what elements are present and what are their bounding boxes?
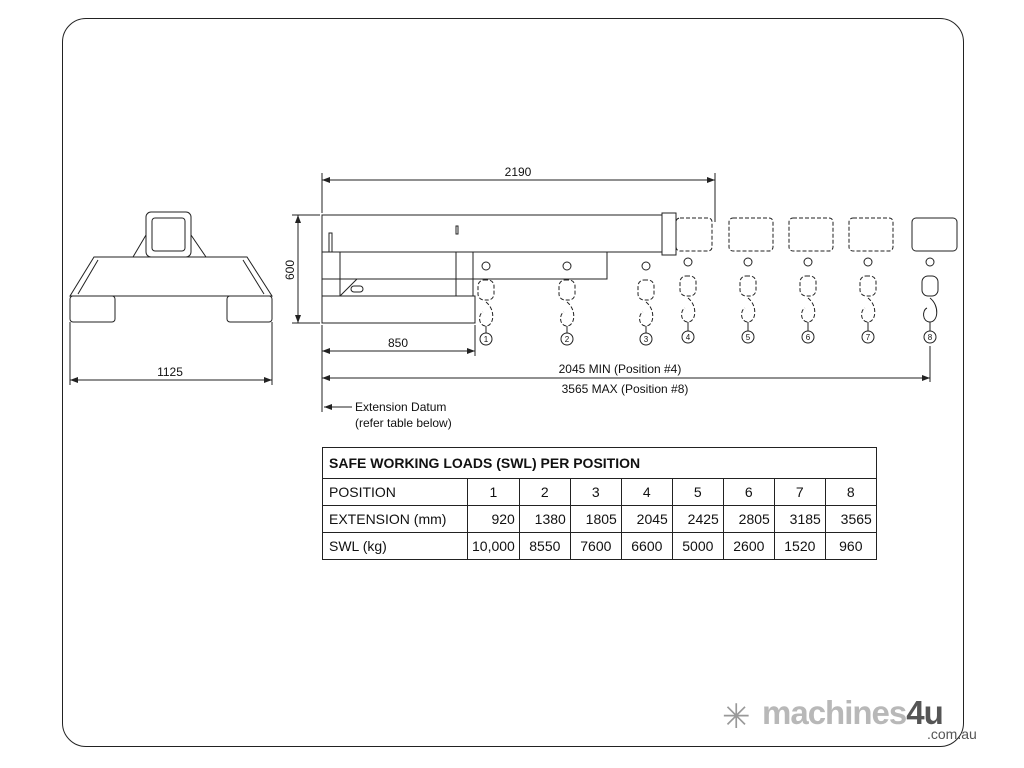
row-label: POSITION	[322, 478, 468, 506]
logo-text: machines	[762, 694, 907, 731]
dim-min: 2045 MIN (Position #4)	[559, 362, 682, 376]
logo-text-4u: 4u	[906, 694, 944, 731]
cell: 1805	[569, 505, 622, 533]
table-title: SAFE WORKING LOADS (SWL) PER POSITION	[322, 447, 877, 479]
swl-table: SAFE WORKING LOADS (SWL) PER POSITION PO…	[322, 447, 877, 560]
hook-4: 4	[679, 257, 697, 344]
hook-5: 5	[739, 257, 757, 344]
cell: 1	[467, 478, 520, 506]
datum-label-2: (refer table below)	[355, 416, 452, 430]
position-marker	[741, 330, 755, 344]
dim-width: 1125	[157, 365, 183, 379]
cell: 2600	[722, 532, 775, 560]
dim-height: 600	[283, 260, 297, 280]
drawing-frame	[62, 18, 964, 747]
hook-7: 7	[859, 257, 877, 344]
cell: 10,000	[467, 532, 520, 560]
position-number: 6	[806, 333, 811, 342]
cell: 3185	[773, 505, 826, 533]
cell: 4	[620, 478, 673, 506]
logo-domain: .com.au	[927, 726, 977, 742]
position-marker	[560, 332, 574, 346]
cell: 960	[824, 532, 877, 560]
position-number: 3	[644, 335, 649, 344]
row-label: SWL (kg)	[322, 532, 468, 560]
dim-base: 850	[388, 336, 408, 350]
cell: 8	[824, 478, 877, 506]
position-marker	[681, 330, 695, 344]
position-marker	[479, 332, 493, 346]
position-marker	[923, 330, 937, 344]
cell: 3565	[824, 505, 877, 533]
cell: 5	[671, 478, 724, 506]
cell: 6	[722, 478, 775, 506]
datum-label-1: Extension Datum	[355, 400, 446, 414]
hook-2: 2	[558, 261, 576, 346]
cell: 2045	[620, 505, 673, 533]
dim-length: 2190	[505, 165, 532, 179]
dim-max: 3565 MAX (Position #8)	[562, 382, 689, 396]
position-number: 8	[928, 333, 933, 342]
cell: 920	[467, 505, 520, 533]
end-view: 1125	[69, 211, 273, 385]
cell: 2425	[671, 505, 724, 533]
hook-positions: 1 2 3 4 5 6	[477, 257, 939, 346]
cell: 2805	[722, 505, 775, 533]
cell: 6600	[620, 532, 673, 560]
cell: 7600	[569, 532, 622, 560]
side-view: 2190 600 850 2045 MIN (Position #4) 3565…	[283, 165, 958, 430]
cell: 8550	[518, 532, 571, 560]
cell: 7	[773, 478, 826, 506]
position-marker	[639, 332, 653, 346]
position-number: 4	[686, 333, 691, 342]
position-number: 5	[746, 333, 751, 342]
position-marker	[861, 330, 875, 344]
cell: 1520	[773, 532, 826, 560]
cell: 1380	[518, 505, 571, 533]
hook-8: 8	[921, 257, 939, 344]
hook-1: 1	[477, 261, 495, 346]
hook-6: 6	[799, 257, 817, 344]
position-marker	[801, 330, 815, 344]
position-number: 2	[565, 335, 570, 344]
cell: 5000	[671, 532, 724, 560]
hook-3: 3	[637, 261, 655, 346]
logo-star-icon: ✳	[722, 698, 751, 736]
machines4u-logo: ✳ machines4u .com.au	[722, 694, 992, 744]
cell: 3	[569, 478, 622, 506]
position-number: 7	[866, 333, 871, 342]
position-number: 1	[484, 335, 489, 344]
row-label: EXTENSION (mm)	[322, 505, 468, 533]
cell: 2	[518, 478, 571, 506]
